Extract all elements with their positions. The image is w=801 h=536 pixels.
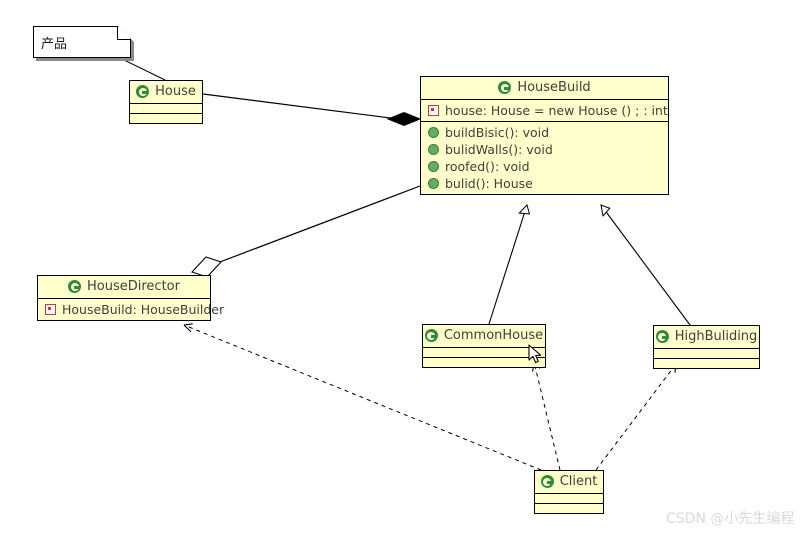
method-label: bulidWalls(): void — [445, 142, 553, 157]
field-label: house: House = new House () ; : int — [445, 103, 668, 118]
watermark-text: CSDN @小先生编程 — [666, 511, 795, 527]
class-title-housedirector: HouseDirector — [38, 276, 210, 298]
class-box-house[interactable]: House — [129, 80, 203, 124]
method-label: roofed(): void — [445, 159, 530, 174]
method-row: bulidWalls(): void — [421, 141, 668, 158]
class-box-housebuild[interactable]: HouseBuild house: House = new House () ;… — [420, 76, 669, 195]
class-title-housebuild: HouseBuild — [421, 77, 668, 99]
method-row: bulid(): House — [421, 175, 668, 192]
compartment-separator — [38, 298, 210, 299]
operations-compartment: buildBisic(): void bulidWalls(): void ro… — [421, 122, 668, 194]
class-icon — [655, 330, 669, 343]
compartment-separator — [421, 121, 668, 122]
edge-director-to-housebuild — [211, 185, 421, 266]
compartment-separator — [130, 103, 202, 104]
note-fold-corner — [117, 27, 130, 40]
operations-compartment — [130, 114, 202, 123]
class-name-label: HighBuliding — [674, 329, 758, 344]
class-box-client[interactable]: Client — [534, 470, 604, 514]
class-name-label: CommonHouse — [443, 328, 544, 343]
aggregation-diamond — [191, 256, 222, 278]
class-title-highbuliding: HighBuliding — [654, 326, 759, 348]
class-box-highbuliding[interactable]: HighBuliding — [653, 325, 760, 369]
note-body — [33, 26, 131, 58]
method-label: buildBisic(): void — [445, 125, 550, 140]
compartment-separator — [654, 358, 759, 359]
class-name-label: Client — [559, 474, 598, 489]
public-method-icon — [428, 178, 439, 189]
edge-note-to-house — [119, 57, 166, 81]
attributes-compartment: house: House = new House () ; : int — [421, 100, 668, 121]
class-name-label: House — [155, 84, 196, 99]
field-row: HouseBuild: HouseBuilder — [38, 301, 224, 318]
method-label: bulid(): House — [445, 176, 533, 191]
private-field-icon — [428, 105, 439, 116]
class-icon — [68, 280, 82, 293]
edge-highbuliding-extends — [601, 205, 691, 326]
operations-compartment — [654, 359, 759, 368]
composition-diamond — [386, 111, 422, 127]
operations-compartment — [535, 504, 603, 513]
attributes-compartment: HouseBuild: HouseBuilder — [38, 299, 224, 320]
mouse-cursor-icon — [528, 344, 542, 364]
private-field-icon — [45, 304, 56, 315]
class-icon — [424, 329, 438, 342]
class-name-label: HouseDirector — [87, 279, 180, 294]
attributes-compartment — [535, 494, 603, 503]
method-row: buildBisic(): void — [421, 124, 668, 141]
edge-house-to-housebuild — [202, 93, 399, 120]
compartment-separator — [130, 113, 202, 114]
public-method-icon — [428, 161, 439, 172]
field-row: house: House = new House () ; : int — [421, 102, 668, 119]
class-title-client: Client — [535, 471, 603, 493]
public-method-icon — [428, 144, 439, 155]
class-icon — [498, 81, 512, 94]
field-label: HouseBuild: HouseBuilder — [62, 302, 225, 317]
compartment-separator — [654, 348, 759, 349]
class-box-housedirector[interactable]: HouseDirector HouseBuild: HouseBuilder — [37, 275, 224, 321]
compartment-separator — [535, 493, 603, 494]
compartment-separator — [421, 99, 668, 100]
class-title-house: House — [130, 81, 202, 103]
edge-client-to-highbuliding — [595, 363, 677, 471]
compartment-separator — [535, 503, 603, 504]
class-icon — [540, 475, 554, 488]
attributes-compartment — [130, 104, 202, 113]
edge-client-to-commonhouse — [532, 361, 561, 471]
note-product[interactable]: 产品 — [33, 26, 131, 58]
method-row: roofed(): void — [421, 158, 668, 175]
edge-commonhouse-extends — [488, 205, 527, 325]
attributes-compartment — [654, 349, 759, 358]
note-text: 产品 — [41, 37, 68, 52]
class-name-label: HouseBuild — [517, 80, 591, 95]
public-method-icon — [428, 127, 439, 138]
class-icon — [136, 85, 150, 98]
